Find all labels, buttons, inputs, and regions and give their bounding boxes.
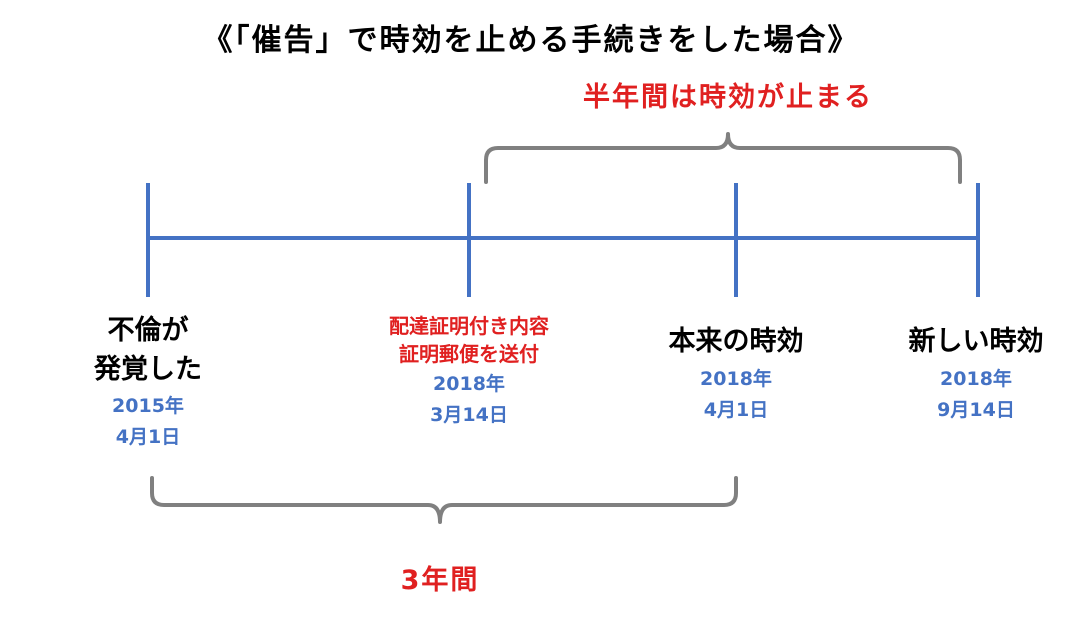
event-certified-mail-date-line1: 2018年 [433,372,505,395]
event-certified-mail: 配達証明付き内容 証明郵便を送付 2018年 3月14日 [389,314,549,426]
bottom-brace [150,476,738,524]
event-original-limit: 本来の時効 2018年 4月1日 [669,325,804,421]
event-original-limit-name: 本来の時効 [669,325,804,357]
event-certified-mail-date-line2: 3月14日 [430,404,508,426]
event-new-limit-name: 新しい時効 [909,325,1044,357]
event-new-limit-date-line2: 9月14日 [937,399,1015,421]
top-brace [484,132,962,184]
event-discovery: 不倫が 発覚した 2015年 4月1日 [93,314,202,448]
event-discovery-name-line2: 発覚した [93,354,202,385]
event-original-limit-date-line2: 4月1日 [704,399,768,421]
event-certified-mail-name-line2: 証明郵便を送付 [399,342,539,366]
event-certified-mail-name-line1: 配達証明付き内容 [389,314,549,338]
event-new-limit-date-line1: 2018年 [940,367,1012,390]
bottom-brace-label: 3年間 [401,564,480,596]
event-discovery-date-line1: 2015年 [112,394,184,417]
timeline [146,183,980,297]
diagram-title: 《「催告」で時効を止める手続きをした場合》 [203,23,860,58]
event-discovery-date-line2: 4月1日 [116,426,180,448]
event-new-limit: 新しい時効 2018年 9月14日 [909,325,1044,421]
event-discovery-name-line1: 不倫が [108,314,189,346]
top-brace-label: 半年間は時効が止まる [583,81,873,113]
event-original-limit-date-line1: 2018年 [700,367,772,390]
